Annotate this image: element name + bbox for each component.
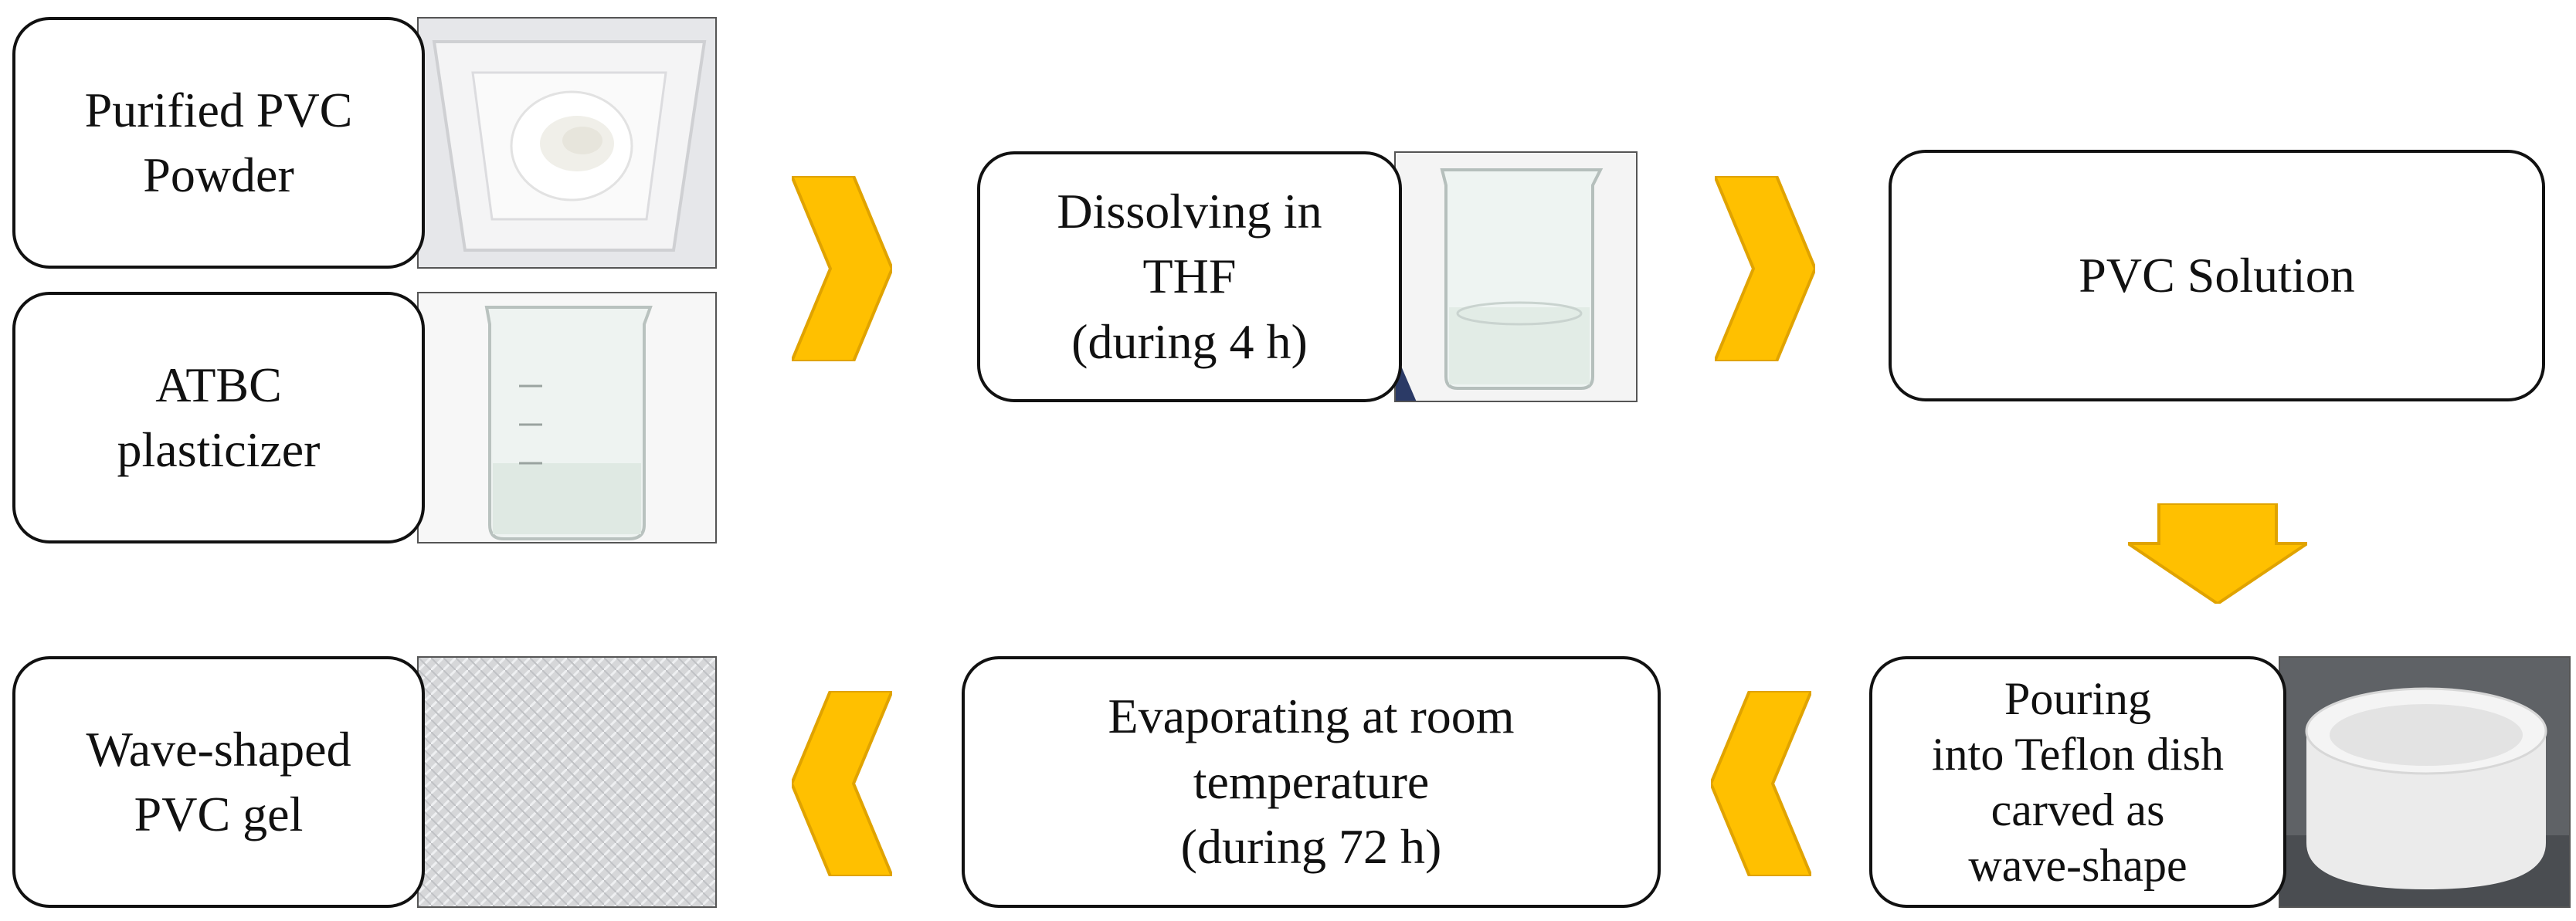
step-evaporating: Evaporating at room temperature (during …	[962, 656, 1661, 908]
arrow-4-left-icon	[1711, 691, 1811, 876]
teflon-dish-photo	[2279, 656, 2571, 908]
step-label: Evaporating at room temperature (during …	[1108, 689, 1515, 875]
wave-gel-photo	[417, 656, 717, 908]
arrow-1-right-icon	[792, 176, 892, 361]
thf-beaker-photo	[1394, 151, 1638, 402]
step-pouring-into-teflon-dish: Pouring into Teflon dish carved as wave-…	[1869, 656, 2286, 908]
step-label: Dissolving in THF (during 4 h)	[1057, 183, 1322, 369]
step-label: PVC Solution	[2079, 247, 2355, 303]
step-purified-pvc-powder: Purified PVC Powder	[12, 17, 425, 269]
arrow-2-right-icon	[1715, 176, 1815, 361]
step-label: Pouring into Teflon dish carved as wave-…	[1931, 673, 2225, 891]
step-pvc-solution: PVC Solution	[1889, 150, 2545, 401]
arrow-3-down-icon	[2128, 503, 2307, 604]
arrow-5-left-icon	[792, 691, 892, 876]
step-label: Wave-shaped PVC gel	[86, 721, 351, 841]
step-atbc-plasticizer: ATBC plasticizer	[12, 292, 425, 543]
step-label: ATBC plasticizer	[117, 357, 321, 477]
step-wave-shaped-pvc-gel: Wave-shaped PVC gel	[12, 656, 425, 908]
step-dissolving-in-thf: Dissolving in THF (during 4 h)	[977, 151, 1402, 402]
pvc-powder-photo	[417, 17, 717, 269]
atbc-beaker-photo	[417, 292, 717, 543]
step-label: Purified PVC Powder	[84, 82, 353, 202]
